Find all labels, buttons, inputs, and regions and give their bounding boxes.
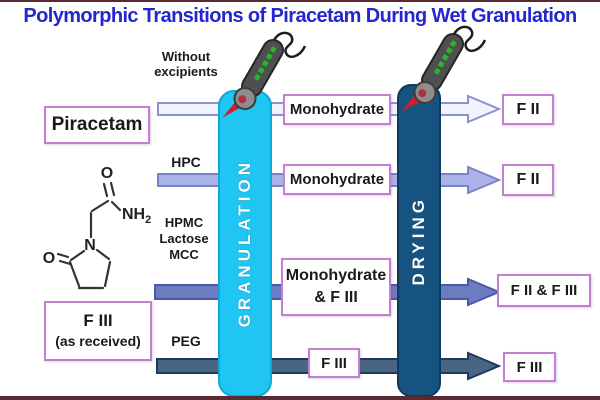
initial-form-box: F III (as received): [44, 301, 152, 361]
page-title: Polymorphic Transitions of Piracetam Dur…: [23, 5, 577, 27]
granulation-bar-label: GRANULATION: [235, 159, 254, 328]
final-form-box-row4: F III: [503, 352, 556, 382]
final-form-box-row3: F II & F III: [497, 274, 591, 307]
intermediate-box-row2: Monohydrate: [283, 164, 391, 195]
ring-nitrogen-atom: N: [84, 237, 96, 254]
excipient-label-peg: PEG: [171, 333, 201, 349]
intermediate-box-row4: F III: [308, 348, 360, 378]
granulation-bar: GRANULATION: [218, 90, 272, 396]
excipient-label-without-excipients: Without excipients: [154, 49, 218, 79]
amide-group-label: NH2: [122, 206, 151, 226]
piracetam-structure-drawing: O NH2 N O: [43, 165, 151, 290]
final-form-box-row2: F II: [502, 164, 554, 196]
drug-name-box: Piracetam: [44, 106, 150, 144]
intermediate-box-row3: Monohydrate & F III: [281, 258, 391, 316]
excipient-label-hpc: HPC: [171, 154, 201, 170]
final-form-box-row1: F II: [502, 94, 554, 125]
temperature-probe-icon: [401, 25, 486, 112]
ring-oxygen-atom: O: [43, 250, 55, 267]
temperature-probe-icon: [222, 31, 306, 118]
drying-bar-label: DRYING: [409, 195, 428, 286]
excipient-label-hpmc-lactose-mcc: HPMC Lactose MCC: [159, 215, 209, 262]
intermediate-box-row1: Monohydrate: [283, 94, 391, 125]
carbonyl-oxygen-atom: O: [101, 165, 113, 182]
drying-bar: DRYING: [397, 84, 441, 396]
